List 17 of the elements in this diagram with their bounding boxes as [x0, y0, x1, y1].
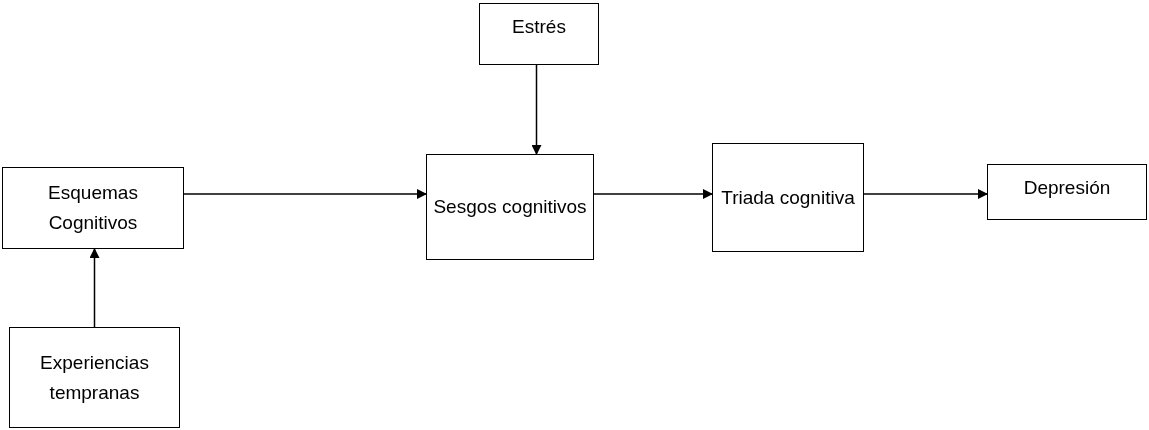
process-box: [987, 164, 1147, 220]
node-label: Triada cognitiva: [721, 185, 855, 210]
arrow: [89, 248, 100, 328]
process-box: [712, 143, 864, 252]
node-label: Esquemas Cognitivos: [47, 181, 139, 235]
arrow: [531, 64, 542, 155]
arrow: [593, 189, 713, 199]
node-label: Depresión: [1023, 176, 1111, 200]
arrow: [183, 189, 427, 199]
node-label: Sesgos cognitivos: [433, 195, 587, 219]
arrow: [863, 189, 988, 199]
process-box: [2, 167, 184, 249]
process-box: [9, 327, 180, 428]
node-label: Experiencias tempranas: [39, 350, 150, 405]
process-box: [426, 154, 594, 260]
process-box: [479, 3, 599, 65]
node-label: Estrés: [512, 15, 566, 39]
